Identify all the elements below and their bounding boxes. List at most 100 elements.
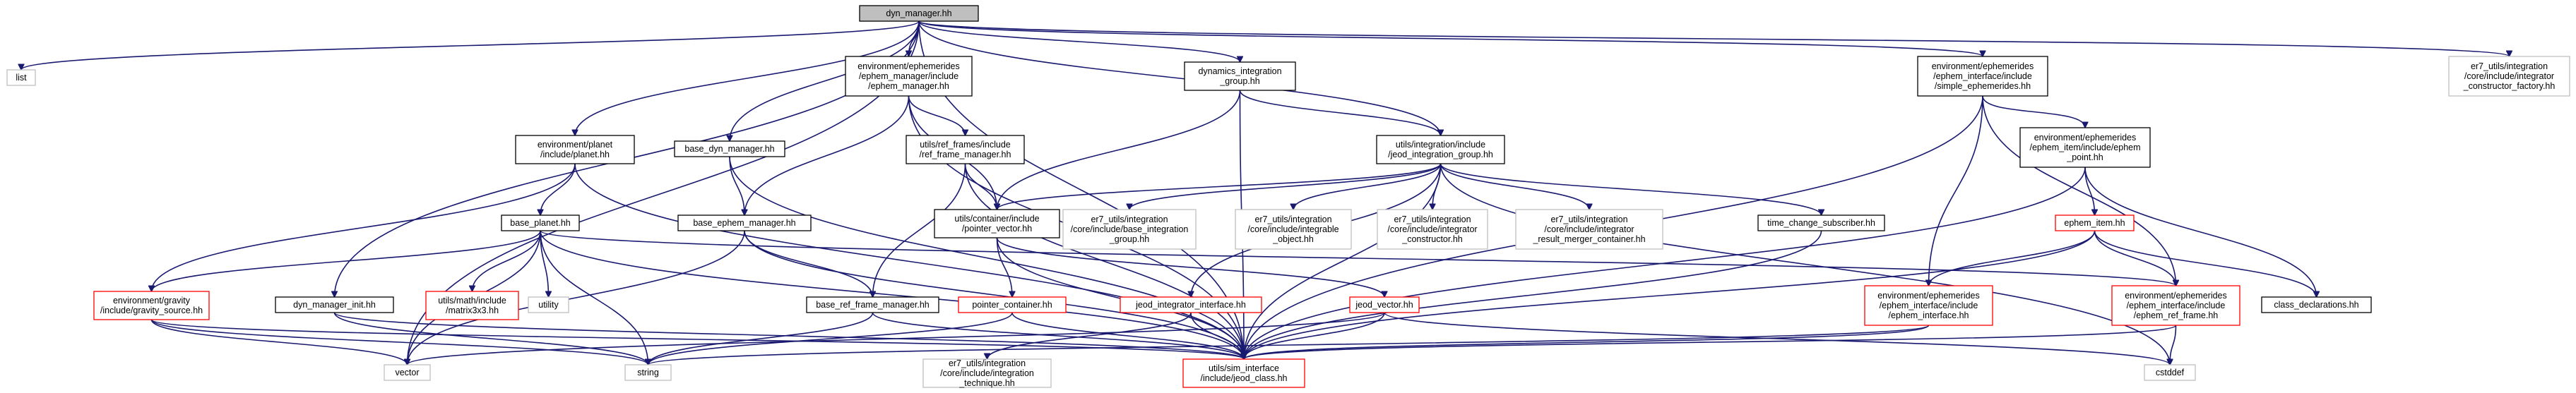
node-base-ref-frame-manager-hh[interactable]: base_ref_frame_manager.hh [806, 296, 939, 313]
node-jeod-integrator-interface-hh[interactable]: jeod_integrator_interface.hh [1120, 296, 1262, 313]
edge-ephem_interface_hh-to-jeod_class_hh [1244, 325, 1930, 360]
node-label-line: /core/include/base_integration [1071, 224, 1189, 234]
node-box [2111, 285, 2240, 326]
edge-dynamics_integration_group_hh-to-pointer_vector_hh [997, 90, 1241, 210]
node-base-dyn-manager-hh[interactable]: base_dyn_manager.hh [674, 140, 785, 157]
edge-jeod_integrator_interface_hh-to-jeod_class_hh [1190, 312, 1244, 359]
node-label-line: /ephem_interface.hh [1889, 310, 1969, 320]
edge-simple_ephemerides_hh-to-ephem_interface_hh [1929, 95, 1983, 286]
edge-ephem_point_hh-to-class_declarations_hh [2084, 167, 2317, 297]
node-simple-ephemerides-hh[interactable]: environment/ephemerides/ephem_interface/… [1917, 56, 2048, 97]
node-label-line: /matrix3x3.hh [446, 306, 499, 315]
node-ephem-item-hh[interactable]: ephem_item.hh [2055, 214, 2135, 231]
node-label-line: er7_utils/integration [1394, 214, 1471, 224]
node-jeod-integration-group-hh[interactable]: utils/integration/include/jeod_integrati… [1376, 135, 1505, 164]
node-dyn-manager-hh[interactable]: dyn_manager.hh [859, 5, 979, 22]
node-pointer-container-hh[interactable]: pointer_container.hh [958, 296, 1067, 313]
node-label-line: _group.hh [1109, 234, 1149, 244]
node-label-line: utils/integration/include [1396, 140, 1485, 150]
node-gravity-source-hh[interactable]: environment/gravity/include/gravity_sour… [93, 291, 210, 320]
node-box [859, 5, 979, 22]
edge-planet_hh-to-gravity_source_hh [152, 163, 576, 291]
edge-base_planet_hh-to-string [540, 230, 648, 365]
edge-dyn_manager_hh-to-base_dyn_manager_hh [730, 20, 920, 141]
edge-simple_ephemerides_hh-to-ephem_point_hh [1982, 95, 2085, 128]
node-cstddef: cstddef [2144, 364, 2196, 381]
node-box [1349, 296, 1420, 313]
node-label-line: environment/ephemerides [857, 61, 960, 71]
node-box [1182, 358, 1305, 388]
node-label-line: list [16, 73, 27, 83]
node-label-line: /include/jeod_class.hh [1201, 373, 1288, 383]
node-dyn-manager-init-hh[interactable]: dyn_manager_init.hh [275, 296, 394, 313]
edge-time_change_subscriber_hh-to-jeod_class_hh [1244, 230, 1822, 359]
node-jeod-class-hh[interactable]: utils/sim_interface/include/jeod_class.h… [1182, 358, 1305, 388]
node-label-line: time_change_subscriber.hh [1767, 218, 1875, 228]
node-label-line: base_ref_frame_manager.hh [816, 300, 930, 310]
node-pointer-vector-hh[interactable]: utils/container/include/pointer_vector.h… [934, 209, 1060, 238]
node-label-line: utility [538, 300, 559, 310]
node-time-change-subscriber-hh[interactable]: time_change_subscriber.hh [1757, 214, 1885, 231]
edge-ephem_manager_hh-to-base_ephem_manager_hh [744, 95, 910, 215]
node-integration-technique-hh: er7_utils/integration/core/include/integ… [922, 358, 1052, 388]
node-label-line: string [637, 368, 659, 377]
node-box [93, 291, 210, 320]
node-integrable-object-hh: er7_utils/integration/core/include/integ… [1235, 209, 1352, 250]
node-box [1184, 61, 1296, 91]
node-label-line: ephem_item.hh [2064, 218, 2125, 228]
node-vector: vector [384, 364, 431, 381]
node-ephem-point-hh[interactable]: environment/ephemerides/ephem_item/inclu… [2019, 127, 2151, 168]
edge-base_dyn_manager_hh-to-base_ephem_manager_hh [729, 156, 744, 215]
node-box [2019, 127, 2151, 168]
node-label-line: er7_utils/integration [1254, 214, 1331, 224]
node-label-line: class_declarations.hh [2274, 300, 2358, 310]
edge-dynamics_integration_group_hh-to-jeod_integration_group_hh [1239, 90, 1441, 135]
node-label-line: jeod_vector.hh [1355, 300, 1413, 310]
node-class-declarations-hh[interactable]: class_declarations.hh [2261, 296, 2372, 313]
node-label-line: /include/planet.hh [540, 150, 610, 159]
node-ephem-interface-hh[interactable]: environment/ephemerides/ephem_interface/… [1864, 285, 1993, 326]
node-label-line: _technique.hh [958, 378, 1015, 388]
node-label-line: base_planet.hh [510, 218, 571, 228]
node-base-planet-hh[interactable]: base_planet.hh [501, 214, 580, 231]
edge-dyn_manager_init_hh-to-string [333, 312, 648, 365]
node-label-line: pointer_container.hh [972, 300, 1052, 310]
node-label-line: /core/include/integrator [1387, 224, 1477, 234]
node-label-line: /ephem_manager.hh [868, 81, 949, 91]
node-planet-hh[interactable]: environment/planet/include/planet.hh [515, 135, 635, 164]
edge-ref_frame_manager_hh-to-base_ref_frame_manager_hh [873, 163, 966, 297]
node-dynamics-integration-group-hh[interactable]: dynamics_integration_group.hh [1184, 61, 1296, 91]
node-label-line: dyn_manager_init.hh [293, 300, 376, 310]
node-box [2144, 364, 2196, 381]
node-box [1062, 209, 1197, 250]
node-ephem-ref-frame-hh[interactable]: environment/ephemerides/ephem_interface/… [2111, 285, 2240, 326]
edge-base_planet_hh-to-ephem_ref_frame_hh [540, 230, 2176, 286]
node-label-line: er7_utils/integration [1091, 214, 1168, 224]
node-base-ephem-manager-hh[interactable]: base_ephem_manager.hh [677, 214, 812, 231]
node-label-line: /core/include/integrator [1544, 224, 1634, 234]
node-box [1757, 214, 1885, 231]
edge-jeod_integration_group_hh-to-integrator_result_merger_container_hh [1440, 163, 1590, 210]
edge-ephem_ref_frame_hh-to-jeod_class_hh [1244, 325, 2177, 360]
node-ephem-manager-hh[interactable]: environment/ephemerides/ephem_manager/in… [845, 56, 973, 97]
node-label-line: _object.hh [1272, 234, 1314, 244]
node-label-line: jeod_integrator_interface.hh [1135, 300, 1246, 310]
edge-dyn_manager_hh-to-jeod_integration_group_hh [918, 20, 1441, 135]
node-label-line: /ephem_interface/include [1880, 301, 1978, 310]
edge-jeod_vector_hh-to-cstddef [1384, 312, 2170, 365]
node-label-line: /simple_ephemerides.hh [1935, 81, 2031, 91]
node-label-line: dyn_manager.hh [886, 8, 951, 18]
edge-ephem_interface_hh-to-string [648, 325, 1930, 365]
edge-pointer_vector_hh-to-jeod_vector_hh [996, 237, 1385, 297]
node-box [275, 296, 394, 313]
node-jeod-vector-hh[interactable]: jeod_vector.hh [1349, 296, 1420, 313]
node-box [624, 364, 672, 381]
node-label-line: /ephem_interface/include [2127, 301, 2226, 310]
node-matrix3x3-hh[interactable]: utils/math/include/matrix3x3.hh [425, 291, 519, 320]
node-label-line: environment/ephemerides [1932, 61, 2034, 71]
node-ref-frame-manager-hh[interactable]: utils/ref_frames/include/ref_frame_manag… [906, 135, 1025, 164]
edge-jeod_integration_group_hh-to-pointer_vector_hh [997, 163, 1442, 210]
node-label-line: environment/planet [538, 140, 613, 150]
